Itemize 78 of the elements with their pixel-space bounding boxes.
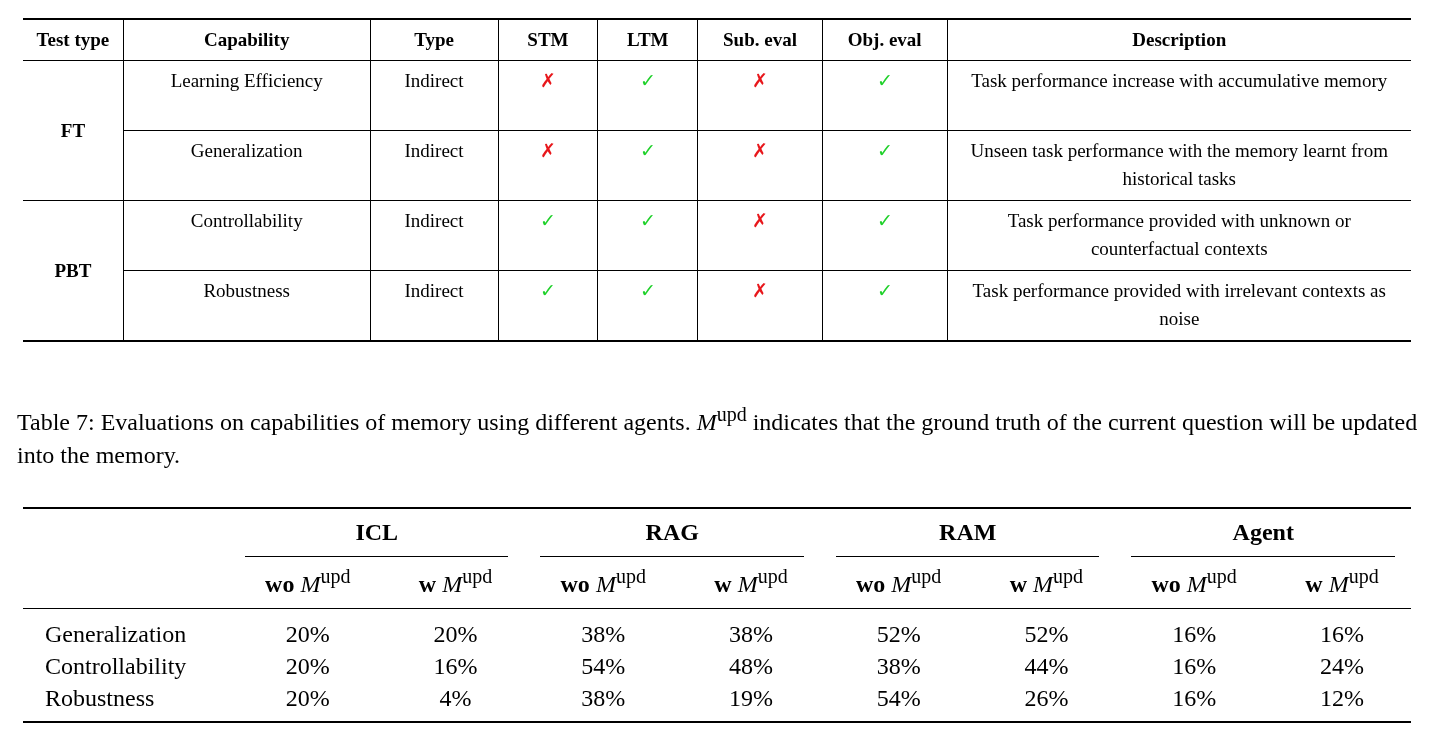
table-value: 44% [1024, 653, 1069, 679]
table-value: 16% [1172, 621, 1217, 647]
table-value: 20% [285, 653, 330, 679]
column-header: wo M$^{upd}$ [856, 571, 942, 597]
row-group-header: FT [60, 119, 86, 141]
check-mark: ✓ [639, 210, 656, 231]
column-header: LTM [626, 29, 669, 50]
column-header: Type [414, 29, 454, 50]
check-mark: ✓ [876, 140, 893, 161]
table-value: 24% [1319, 653, 1364, 679]
table-value: 20% [285, 621, 330, 647]
cross-mark: ✗ [539, 70, 556, 91]
table-value: 38% [728, 621, 773, 647]
table-value: 26% [1024, 685, 1069, 711]
column-header: wo M$^{upd}$ [265, 571, 351, 597]
check-mark: ✓ [639, 70, 656, 91]
table-value: 16% [1319, 621, 1364, 647]
column-header: STM [527, 29, 569, 50]
column-header: w M$^{upd}$ [714, 571, 788, 597]
table-value: 38% [876, 653, 921, 679]
description-text: Task performance provided with irrelevant contexts as noise [972, 280, 1386, 329]
column-group-header: RAM [939, 519, 997, 545]
check-mark: ✓ [639, 280, 656, 301]
description-text: Task performance increase with accumulative memory [971, 70, 1388, 91]
column-header: Description [1132, 29, 1227, 50]
column-header: Obj. eval [847, 29, 922, 50]
check-mark: ✓ [539, 210, 556, 231]
table-value: 52% [876, 621, 921, 647]
row-header: Robustness [45, 685, 155, 711]
description-text: Unseen task performance with the memory learnt from historical tasks [970, 140, 1388, 189]
table-value: Indirect [404, 70, 464, 91]
table-value: 19% [728, 685, 773, 711]
table-value: 54% [876, 685, 921, 711]
table-value: 4% [439, 685, 472, 711]
check-mark: ✓ [876, 280, 893, 301]
cross-mark: ✗ [752, 70, 768, 91]
column-header: w M$^{upd}$ [1009, 571, 1084, 597]
check-mark: ✓ [876, 210, 893, 231]
column-group-header: RAG [645, 519, 699, 545]
row-header: Learning Efficiency [170, 70, 323, 91]
column-header: wo M$^{upd}$ [560, 571, 646, 597]
table-value: 12% [1319, 685, 1364, 711]
description-text: Task performance provided with unknown or counterfactual contexts [1007, 210, 1351, 259]
table-value: Indirect [404, 210, 464, 231]
table-value: 16% [1172, 653, 1217, 679]
check-mark: ✓ [639, 140, 656, 161]
row-header: Controllability [45, 653, 187, 679]
row-header: Generalization [190, 140, 303, 161]
table-value: 16% [1172, 685, 1217, 711]
row-header: Generalization [45, 621, 187, 647]
column-header: wo M$^{upd}$ [1151, 571, 1237, 597]
row-group-header: PBT [54, 259, 92, 281]
cross-mark: ✗ [752, 280, 768, 301]
column-header: Sub. eval [723, 29, 797, 50]
table-value: 52% [1024, 621, 1069, 647]
table-value: 54% [581, 653, 626, 679]
cross-mark: ✗ [752, 210, 768, 231]
check-mark: ✓ [539, 280, 556, 301]
table-value: 20% [433, 621, 478, 647]
table-caption: Table 7: Evaluations on capabilities of memory using different agents. M$^{upd}$ indicates that the ground truth of the current question will be updated into the memory. [17, 402, 1419, 470]
row-header: Robustness [203, 280, 290, 301]
table-value: 38% [581, 621, 626, 647]
cross-mark: ✗ [752, 140, 768, 161]
column-group-header: ICL [355, 519, 399, 545]
column-header: w M$^{upd}$ [418, 571, 493, 597]
column-header: Test type [36, 29, 110, 50]
cross-mark: ✗ [539, 140, 556, 161]
table-value: 20% [285, 685, 330, 711]
check-mark: ✓ [876, 70, 893, 91]
table-value: 16% [433, 653, 478, 679]
column-group-header: Agent [1232, 519, 1294, 545]
column-header: w M$^{upd}$ [1305, 571, 1379, 597]
column-header: Capability [203, 29, 290, 50]
row-header: Controllability [190, 210, 303, 231]
table-value: 48% [728, 653, 773, 679]
table-value: Indirect [404, 140, 464, 161]
table-value: 38% [581, 685, 626, 711]
table-value: Indirect [404, 280, 464, 301]
